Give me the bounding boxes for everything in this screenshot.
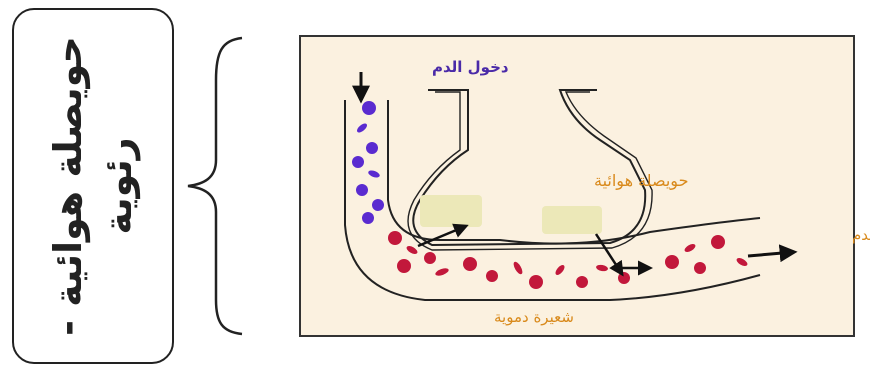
blood-cell xyxy=(694,262,706,274)
blood-cell xyxy=(529,275,543,289)
blood-cell xyxy=(424,252,436,264)
blood-cell xyxy=(388,231,402,245)
blood-cell xyxy=(665,255,679,269)
capillary-label: شعيرة دموية xyxy=(494,308,574,326)
blood-in-label: دخول الدم xyxy=(432,58,509,76)
blood-cell xyxy=(362,212,374,224)
diagram-panel xyxy=(300,36,854,336)
blood-cell xyxy=(397,259,411,273)
blood-out-label: روج الدم xyxy=(852,226,870,245)
gas-patch-left xyxy=(420,195,482,227)
blood-cell xyxy=(463,257,477,271)
alveolus-label: حويصلة هوائية xyxy=(594,171,688,191)
blood-cell xyxy=(618,272,630,284)
curly-brace xyxy=(188,38,242,334)
blood-cell xyxy=(362,101,376,115)
blood-cell xyxy=(372,199,384,211)
blood-cell xyxy=(356,184,368,196)
blood-cell xyxy=(352,156,364,168)
blood-cell xyxy=(576,276,588,288)
gas-patch-right xyxy=(542,206,602,234)
blood-cell xyxy=(366,142,378,154)
blood-cell xyxy=(711,235,725,249)
blood-cell xyxy=(486,270,498,282)
